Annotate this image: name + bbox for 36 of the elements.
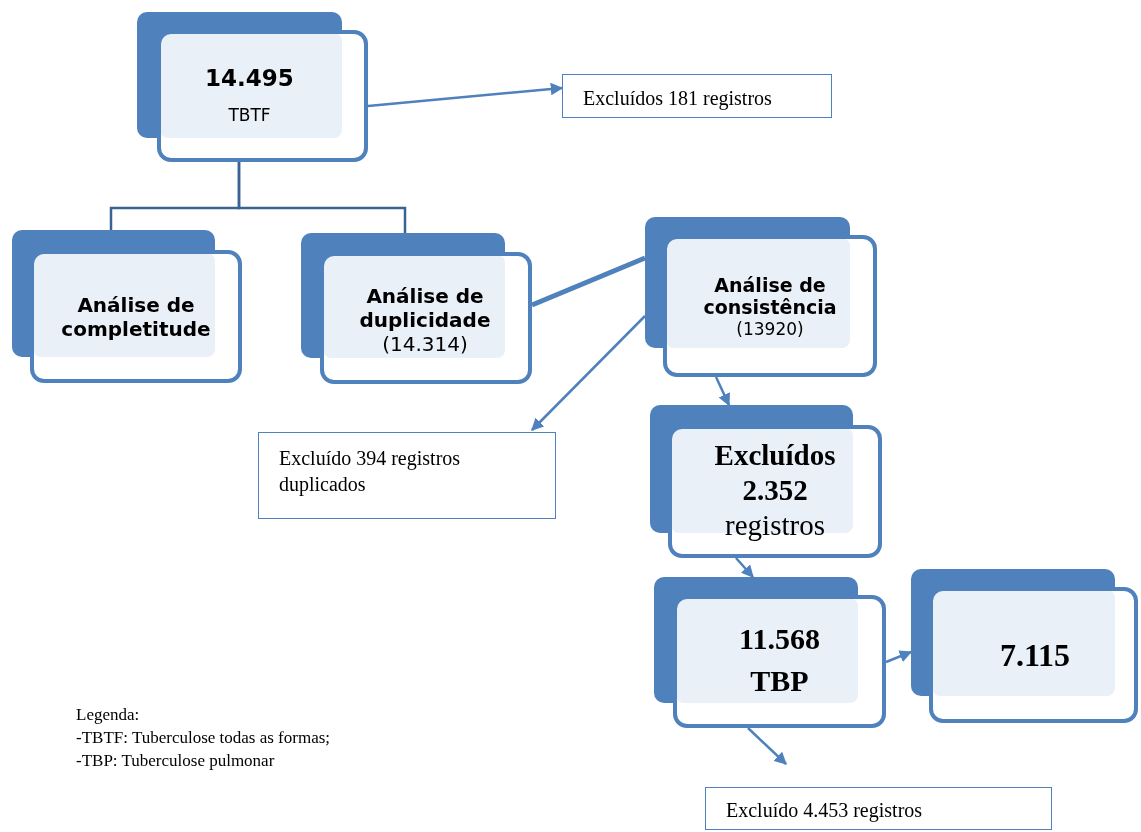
card-text: 2.352 — [742, 473, 808, 508]
arrow — [747, 727, 787, 765]
arrow — [367, 82, 564, 108]
connector-line — [237, 162, 407, 233]
card-text: 11.568 — [739, 621, 820, 657]
card-text: (14.314) — [382, 332, 468, 356]
legend-note: -TBP: Tuberculose pulmonar — [76, 750, 276, 772]
note-box — [705, 787, 1052, 830]
card-text: Análise de consistência — [702, 273, 838, 320]
process-card — [137, 12, 368, 162]
card-text: TBP — [750, 663, 809, 699]
legend-note: Legenda: — [76, 704, 141, 726]
note-box — [258, 432, 556, 519]
card-text: 7.115 — [999, 635, 1071, 675]
process-card — [301, 233, 532, 384]
process-card — [650, 405, 882, 558]
note-text: Excluídos 181 registros — [583, 87, 772, 109]
card-text: (13920) — [736, 319, 804, 340]
card-text: TBTF — [228, 104, 271, 125]
card-text: registros — [725, 507, 825, 543]
arrow — [735, 557, 754, 578]
card-text: Análise de completitude — [60, 292, 212, 341]
arrow — [531, 315, 646, 431]
arrow — [714, 376, 731, 407]
arrow — [885, 650, 913, 664]
card-text: Análise de duplicidade — [358, 284, 492, 332]
note-box — [562, 74, 832, 118]
process-card — [911, 569, 1138, 723]
card-text: Excluídos — [714, 438, 836, 474]
process-card — [12, 230, 242, 383]
process-card — [645, 217, 877, 377]
legend-note: -TBTF: Tuberculose todas as formas; — [76, 727, 331, 749]
note-text: Excluído 394 registros duplicados — [279, 447, 461, 495]
card-text: 14.495 — [205, 65, 294, 93]
note-text: Excluído 4.453 registros — [726, 799, 923, 821]
process-card — [654, 577, 886, 728]
